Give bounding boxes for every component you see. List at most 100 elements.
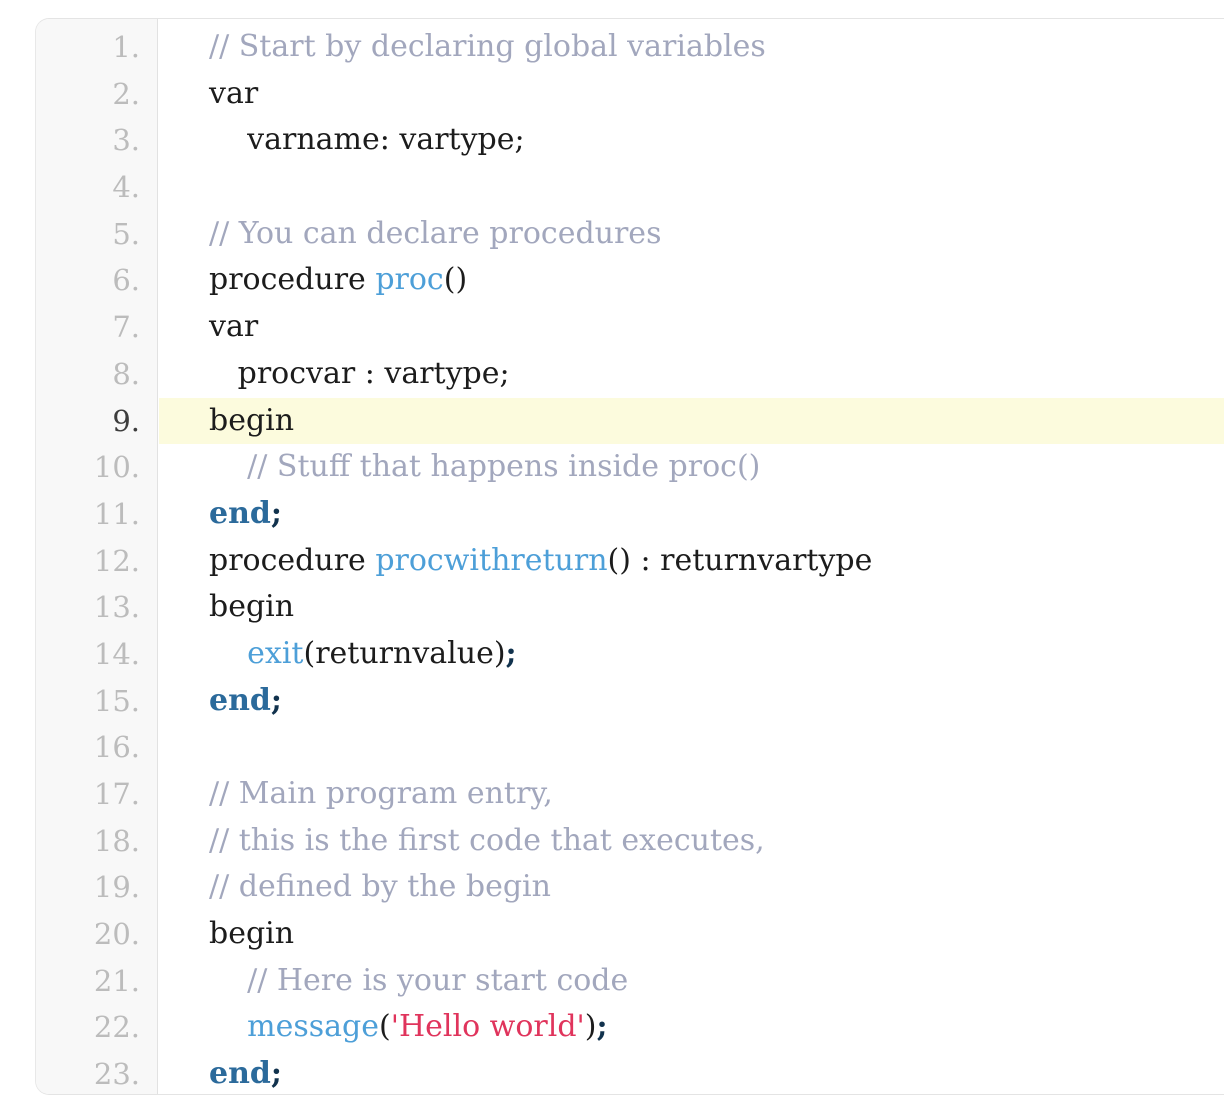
line-number: 10. bbox=[93, 450, 140, 485]
token-plain: procedure bbox=[209, 542, 376, 578]
code-line[interactable]: 8. procvar : vartype; bbox=[36, 351, 1224, 398]
token-plain: (returnvalue) bbox=[303, 635, 506, 671]
line-code[interactable]: var bbox=[159, 304, 1224, 351]
code-line[interactable]: 4. bbox=[36, 164, 1224, 211]
token-plain: begin bbox=[209, 589, 295, 625]
line-number: 13. bbox=[93, 590, 140, 625]
token-comment: // Here is your start code bbox=[209, 962, 629, 998]
code-line-active[interactable]: 9. begin bbox=[36, 397, 1224, 445]
line-code[interactable] bbox=[159, 164, 1224, 211]
code-line[interactable]: 20. begin bbox=[36, 911, 1224, 958]
token-comment: // Start by declaring global variables bbox=[209, 29, 766, 64]
line-number: 5. bbox=[112, 216, 140, 251]
line-code[interactable]: // Stuff that happens inside proc() bbox=[159, 444, 1224, 491]
line-code[interactable]: begin bbox=[159, 584, 1224, 631]
code-line[interactable]: 18. // this is the first code that execut… bbox=[36, 818, 1224, 865]
token-string: 'Hello world' bbox=[390, 1009, 585, 1045]
line-code[interactable]: message('Hello world'); bbox=[159, 1004, 1224, 1051]
code-line[interactable]: 22. message('Hello world'); bbox=[36, 1004, 1224, 1051]
token-punct: ; bbox=[505, 635, 517, 671]
token-plain: var bbox=[209, 309, 259, 345]
code-block[interactable]: 1. // Start by declaring global variables… bbox=[35, 18, 1224, 1095]
code-line[interactable]: 19. // defined by the begin bbox=[36, 864, 1224, 911]
token-comment: // Stuff that happens inside proc() bbox=[209, 449, 761, 485]
code-line[interactable]: 16. bbox=[36, 724, 1224, 771]
line-number: 16. bbox=[93, 730, 140, 765]
token-comment: // Main program entry, bbox=[209, 776, 553, 811]
token-plain: procedure bbox=[209, 262, 376, 298]
code-line[interactable]: 15. end; bbox=[36, 678, 1224, 725]
code-line[interactable]: 17.// Main program entry, bbox=[36, 771, 1224, 818]
code-line[interactable]: 12. procedure procwithreturn() : returnva… bbox=[36, 538, 1224, 585]
line-code[interactable]: procvar : vartype; bbox=[159, 351, 1224, 398]
line-number: 6. bbox=[112, 263, 140, 298]
line-number: 22. bbox=[93, 1010, 140, 1045]
code-line[interactable]: 6. procedure proc() bbox=[36, 257, 1224, 304]
code-line[interactable]: 7. var bbox=[36, 304, 1224, 351]
code-line[interactable]: 11. end; bbox=[36, 491, 1224, 538]
line-number: 15. bbox=[93, 683, 140, 718]
code-line[interactable]: 3. varname: vartype; bbox=[36, 117, 1224, 164]
line-code[interactable]: // You can declare procedures bbox=[159, 211, 1224, 258]
token-keyword: end bbox=[209, 1056, 271, 1092]
token-plain: begin bbox=[209, 402, 295, 438]
line-code[interactable]: begin bbox=[159, 911, 1224, 958]
token-plain bbox=[209, 1009, 247, 1044]
line-code[interactable]: end; bbox=[159, 678, 1224, 725]
line-number: 9. bbox=[112, 403, 140, 438]
code-line[interactable]: 23. end; bbox=[36, 1051, 1224, 1094]
line-number: 12. bbox=[93, 543, 140, 578]
line-code[interactable]: var bbox=[159, 71, 1224, 118]
line-number: 11. bbox=[93, 496, 140, 531]
line-number: 2. bbox=[112, 76, 140, 111]
line-code[interactable]: end; bbox=[159, 491, 1224, 538]
line-number: 14. bbox=[93, 636, 140, 671]
token-plain: procvar : vartype; bbox=[209, 355, 510, 391]
line-code[interactable]: // Here is your start code bbox=[159, 958, 1224, 1005]
code-line[interactable]: 1. // Start by declaring global variables bbox=[36, 24, 1224, 71]
token-plain: begin bbox=[209, 916, 295, 952]
line-code[interactable]: // Main program entry, bbox=[159, 771, 1224, 818]
token-plain: ) bbox=[584, 1009, 597, 1045]
line-code[interactable] bbox=[159, 724, 1224, 771]
token-comment: // You can declare procedures bbox=[209, 215, 662, 251]
code-line[interactable]: 14. exit(returnvalue); bbox=[36, 631, 1224, 678]
token-comment: // defined by the begin bbox=[209, 869, 551, 905]
token-keyword: end bbox=[209, 682, 271, 718]
token-plain: var bbox=[209, 75, 259, 111]
token-func: message bbox=[247, 1009, 379, 1045]
line-code[interactable]: // this is the first code that executes, bbox=[159, 818, 1224, 865]
line-number: 3. bbox=[112, 123, 140, 158]
token-func: proc bbox=[375, 262, 444, 298]
token-punct: ; bbox=[270, 682, 282, 718]
token-plain: () : returnvartype bbox=[607, 542, 873, 578]
line-code[interactable]: // defined by the begin bbox=[159, 864, 1224, 911]
line-code[interactable]: procedure proc() bbox=[159, 257, 1224, 304]
token-func: exit bbox=[247, 635, 304, 671]
code-line[interactable]: 10. // Stuff that happens inside proc() bbox=[36, 444, 1224, 491]
line-number: 1. bbox=[112, 30, 140, 64]
line-code[interactable]: begin bbox=[159, 397, 1224, 445]
line-number: 23. bbox=[93, 1057, 140, 1092]
token-plain bbox=[209, 636, 247, 671]
line-number: 7. bbox=[112, 310, 140, 345]
line-number: 21. bbox=[93, 963, 140, 998]
code-line[interactable]: 13. begin bbox=[36, 584, 1224, 631]
line-number: 18. bbox=[93, 823, 140, 858]
code-line[interactable]: 21. // Here is your start code bbox=[36, 958, 1224, 1005]
line-code[interactable]: exit(returnvalue); bbox=[159, 631, 1224, 678]
token-plain: ( bbox=[379, 1009, 391, 1045]
line-number: 19. bbox=[93, 870, 140, 905]
line-code[interactable]: end; bbox=[159, 1051, 1224, 1094]
token-plain: () bbox=[443, 262, 468, 298]
code-line[interactable]: 5. // You can declare procedures bbox=[36, 211, 1224, 258]
token-func: procwithreturn bbox=[375, 542, 608, 578]
token-punct: ; bbox=[270, 495, 282, 531]
line-code[interactable]: procedure procwithreturn() : returnvarty… bbox=[159, 538, 1224, 585]
line-number: 20. bbox=[93, 917, 140, 952]
code-lines[interactable]: 1. // Start by declaring global variables… bbox=[36, 19, 1224, 1094]
code-line[interactable]: 2. var bbox=[36, 71, 1224, 118]
line-code[interactable]: varname: vartype; bbox=[159, 117, 1224, 164]
line-code[interactable]: // Start by declaring global variables bbox=[159, 24, 1224, 71]
line-number: 4. bbox=[112, 170, 140, 205]
